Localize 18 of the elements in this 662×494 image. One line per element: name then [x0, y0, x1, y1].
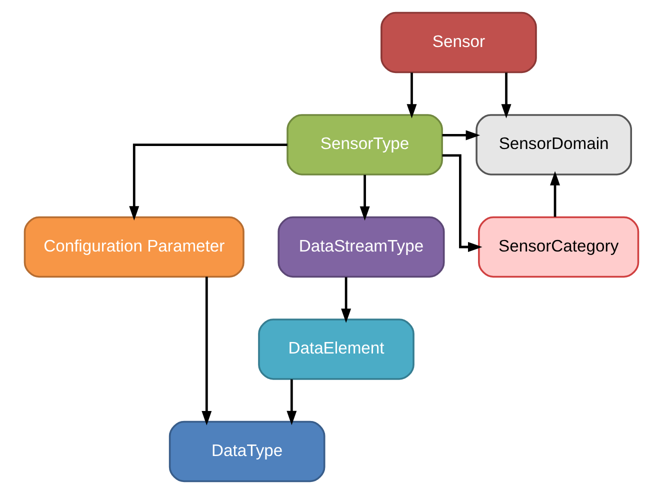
- node-box: SensorDomain: [475, 114, 632, 176]
- arrow: [359, 174, 370, 221]
- arrow: [286, 379, 296, 426]
- node-box: Sensor: [380, 12, 536, 74]
- arrow: [500, 72, 511, 118]
- arrow: [442, 130, 480, 140]
- arrow: [201, 276, 212, 426]
- arrow: [128, 144, 287, 220]
- arrow: [442, 154, 482, 252]
- node-box: DataStreamType: [277, 216, 444, 278]
- node-box: SensorCategory: [478, 216, 639, 278]
- node-box: DataElement: [258, 318, 414, 380]
- arrow: [550, 171, 560, 217]
- node-box: SensorType: [286, 114, 442, 176]
- arrow: [340, 277, 351, 323]
- node-box: DataType: [168, 420, 325, 482]
- arrow: [406, 72, 416, 118]
- node-box: Configuration Parameter: [23, 216, 244, 278]
